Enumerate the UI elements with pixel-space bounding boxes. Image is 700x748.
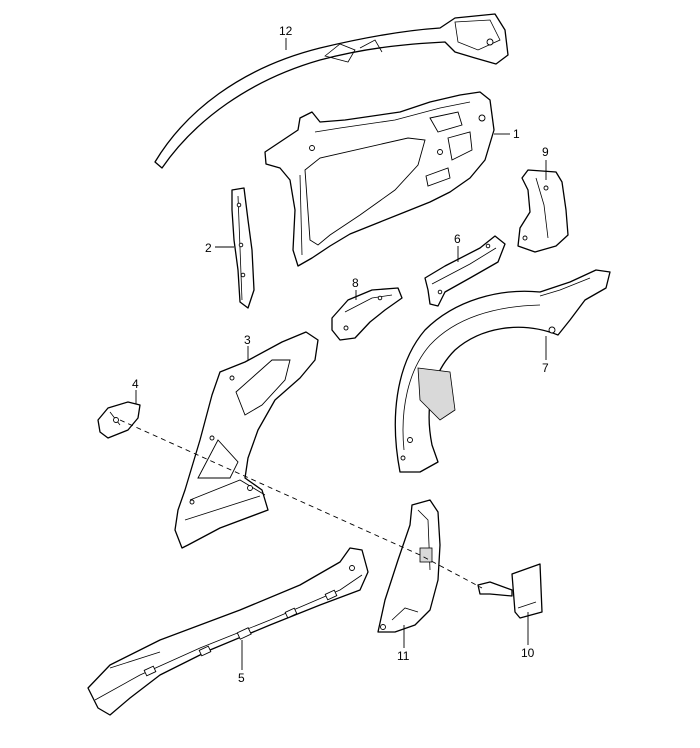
callout-10: 10	[521, 646, 535, 660]
part-9-bracket[interactable]	[517, 169, 569, 253]
callout-1: 1	[513, 127, 520, 141]
callout-labels: 12 1 2 9 6 8 3 4 7 5 11 10	[132, 24, 549, 685]
part-2-pillar-reinforcement[interactable]	[231, 187, 255, 309]
callout-3: 3	[244, 333, 251, 347]
part-6-bracket[interactable]	[424, 235, 506, 307]
part-7-wheel-housing[interactable]	[394, 269, 611, 473]
part-10-seal-plug[interactable]	[477, 563, 543, 619]
callout-6: 6	[454, 232, 461, 246]
part-11-panel[interactable]	[377, 499, 441, 633]
callout-5: 5	[238, 671, 245, 685]
callout-9: 9	[542, 145, 549, 159]
callout-2: 2	[205, 241, 212, 255]
callout-12: 12	[279, 24, 293, 38]
callout-4: 4	[132, 377, 139, 391]
leader-lines	[135, 38, 547, 670]
assembly-dashed-line	[119, 419, 483, 589]
part-8-bracket[interactable]	[331, 287, 403, 341]
part-12-roof-rail[interactable]	[154, 13, 509, 169]
part-3-inner-panel[interactable]	[174, 331, 319, 549]
part-1-quarter-window-frame[interactable]	[264, 91, 495, 267]
part-5-side-sill[interactable]	[87, 547, 369, 716]
callout-11: 11	[397, 649, 410, 663]
part-4-small-bracket[interactable]	[97, 401, 141, 439]
callout-8: 8	[352, 276, 359, 290]
callout-7: 7	[542, 361, 549, 375]
